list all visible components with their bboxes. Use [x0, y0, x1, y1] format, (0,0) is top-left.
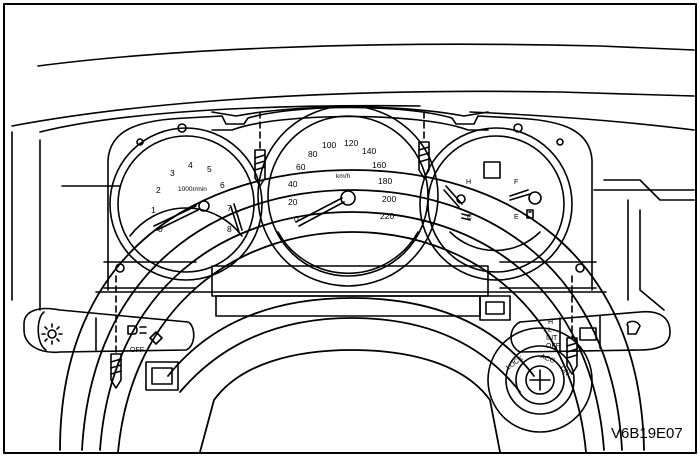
steering-wheel [59, 169, 645, 453]
fuel-empty-label: E [514, 214, 519, 221]
screw-top-right [418, 111, 430, 179]
speed-tick-200: 200 [382, 194, 396, 204]
wiper-off-label: OFF [546, 343, 560, 350]
wiper-h-label: H [548, 319, 553, 326]
ignition-acc-label: ACC [539, 353, 555, 365]
light-switch-stalk [23, 307, 195, 354]
tachometer-scale: 0 1 2 3 4 5 6 7 8 1000r/min [151, 160, 232, 234]
speedometer-needle [295, 190, 356, 227]
screw-bottom-right [566, 275, 578, 375]
tach-unit-label: 1000r/min [178, 186, 207, 193]
wiper-l-label: L [548, 327, 552, 334]
wiper-switch-stalk [510, 310, 671, 353]
speed-tick-100: 100 [322, 140, 336, 150]
speed-tick-60: 60 [296, 162, 306, 172]
temp-icon [461, 213, 471, 221]
tach-tick-7: 7 [227, 203, 232, 213]
wiper-labels: H L INT OFF [546, 319, 560, 350]
temp-needle [443, 185, 466, 208]
temp-fuel-gauge [419, 127, 573, 281]
washer-icon [626, 320, 641, 335]
tach-tick-3: 3 [170, 168, 175, 178]
speed-tick-0: 0 [294, 214, 299, 224]
tach-tick-0: 0 [158, 224, 163, 234]
speed-unit-label: km/h [336, 173, 350, 180]
light-off-label: OFF [130, 347, 144, 354]
speed-tick-160: 160 [372, 160, 386, 170]
rear-wiper-icon [579, 327, 597, 341]
figure-border [3, 3, 697, 454]
tach-tick-2: 2 [156, 185, 161, 195]
speed-tick-220: 220 [380, 211, 394, 221]
tach-tick-6: 6 [220, 180, 225, 190]
temp-cold-label: C [467, 214, 472, 221]
speed-tick-20: 20 [288, 197, 298, 207]
tachometer-gauge [109, 127, 263, 281]
figure-code-label: V6B19E07 [611, 425, 683, 442]
fuel-full-label: F [514, 179, 518, 186]
screw-top-left [254, 111, 266, 187]
headlamp-sun-icon [41, 323, 63, 345]
fuel-needle [509, 189, 542, 205]
left-panel-button [145, 361, 179, 391]
speed-tick-180: 180 [378, 176, 392, 186]
speed-tick-40: 40 [288, 179, 298, 189]
ignition-switch [487, 327, 593, 433]
tach-tick-5: 5 [207, 164, 212, 174]
speedometer-scale: 0 20 40 60 80 100 120 140 160 180 200 22… [288, 138, 396, 224]
speed-tick-80: 80 [308, 149, 318, 159]
tach-tick-1: 1 [151, 205, 156, 215]
tach-tick-4: 4 [188, 160, 193, 170]
speed-tick-140: 140 [362, 146, 376, 156]
wiper-int-label: INT [546, 335, 558, 342]
fog-lamp-icon [149, 331, 163, 345]
temp-hot-label: H [466, 179, 471, 186]
speed-tick-120: 120 [344, 138, 358, 148]
screw-bottom-left [110, 275, 122, 389]
tach-tick-8: 8 [227, 224, 232, 234]
high-beam-icon [127, 325, 147, 335]
right-panel-button [479, 295, 511, 321]
